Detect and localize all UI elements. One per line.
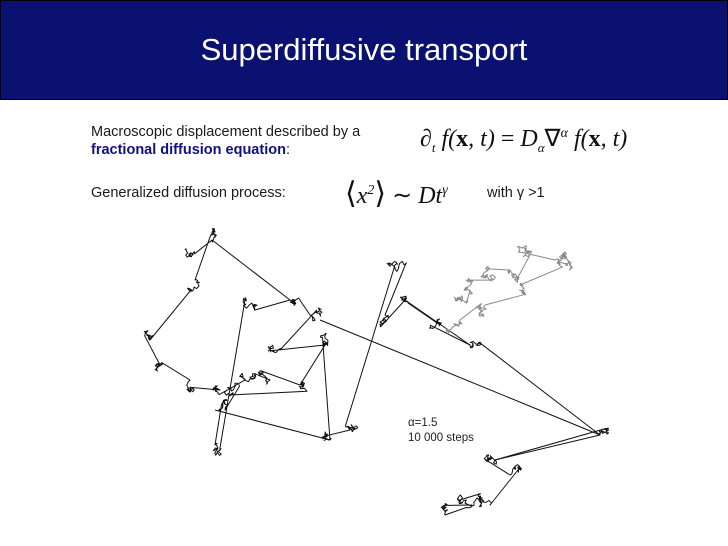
walk-flight-segment — [404, 299, 471, 346]
line1-text-a: Macroscopic displacement described by a — [91, 124, 361, 140]
walk-flight-segment — [299, 344, 326, 386]
line1-colon: : — [285, 142, 290, 158]
walk-trajectory-black — [143, 228, 610, 516]
walk-flight-segment — [494, 434, 601, 461]
line1-text: Macroscopic displacement described by a — [91, 124, 360, 140]
walk-trajectory-gray — [445, 245, 573, 334]
walk-path-black — [143, 228, 610, 516]
fractional-diffusion-term: fractional diffusion equation — [91, 142, 286, 158]
line2-label: Generalized diffusion process: — [91, 185, 286, 201]
title-bar: Superdiffusive transport — [0, 0, 728, 100]
gamma-condition: with γ >1 — [487, 185, 545, 201]
walk-flight-segment — [211, 239, 291, 301]
alpha-annotation: α=1.5 — [408, 417, 438, 429]
slide-title: Superdiffusive transport — [200, 32, 528, 67]
walk-flight-segment — [214, 409, 331, 441]
line1-text-2: fractional diffusion equation: — [91, 142, 290, 158]
walk-path-gray — [445, 245, 573, 334]
generalized-diffusion-equation: ⟨x2⟩ ∼ Dtγ — [345, 177, 448, 210]
steps-annotation: 10 000 steps — [408, 432, 474, 444]
fractional-diffusion-equation: ∂t f(x, t) = Dα∇α f(x, t) — [420, 126, 628, 155]
walk-flight-segment — [319, 319, 601, 436]
